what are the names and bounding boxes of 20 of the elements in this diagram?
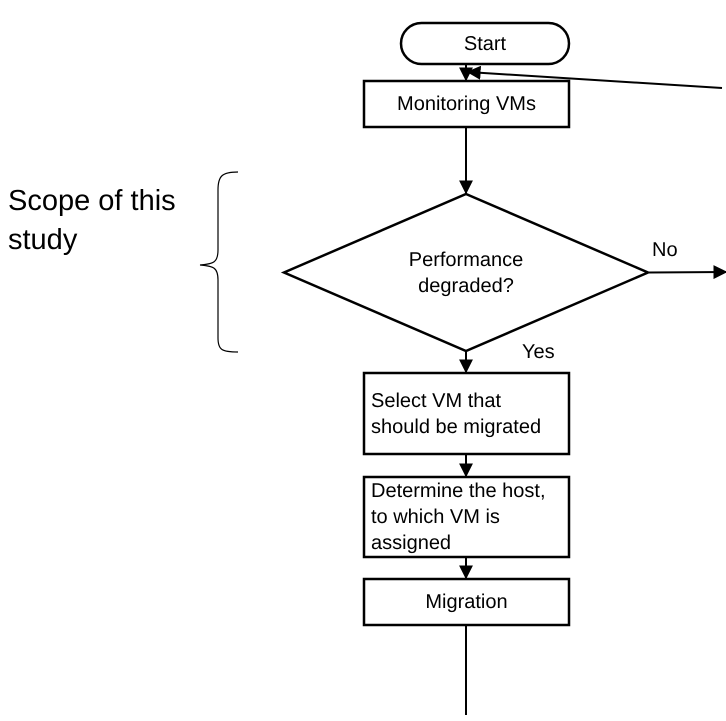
node-label: Migration bbox=[425, 590, 508, 615]
node-label: Performance degraded? bbox=[408, 248, 524, 298]
node-label: Start bbox=[464, 32, 506, 56]
arrow bbox=[459, 128, 473, 194]
node-label: Monitoring VMs bbox=[397, 92, 536, 117]
connector-line bbox=[465, 626, 467, 715]
arrow bbox=[459, 558, 473, 580]
scope-label: Scope of this study bbox=[8, 184, 177, 258]
arrow bbox=[649, 265, 726, 280]
arrow bbox=[466, 66, 722, 89]
process-box bbox=[363, 80, 570, 128]
process-box bbox=[363, 372, 570, 455]
arrow bbox=[459, 455, 473, 478]
arrow bbox=[459, 65, 473, 82]
node-label: Determine the host, to which VM is assigned bbox=[371, 479, 547, 556]
process-box bbox=[363, 578, 570, 626]
process-box bbox=[363, 476, 570, 558]
node-label: Select VM that should be migrated bbox=[371, 388, 542, 440]
start-terminal bbox=[400, 22, 570, 65]
arrow bbox=[459, 352, 473, 374]
